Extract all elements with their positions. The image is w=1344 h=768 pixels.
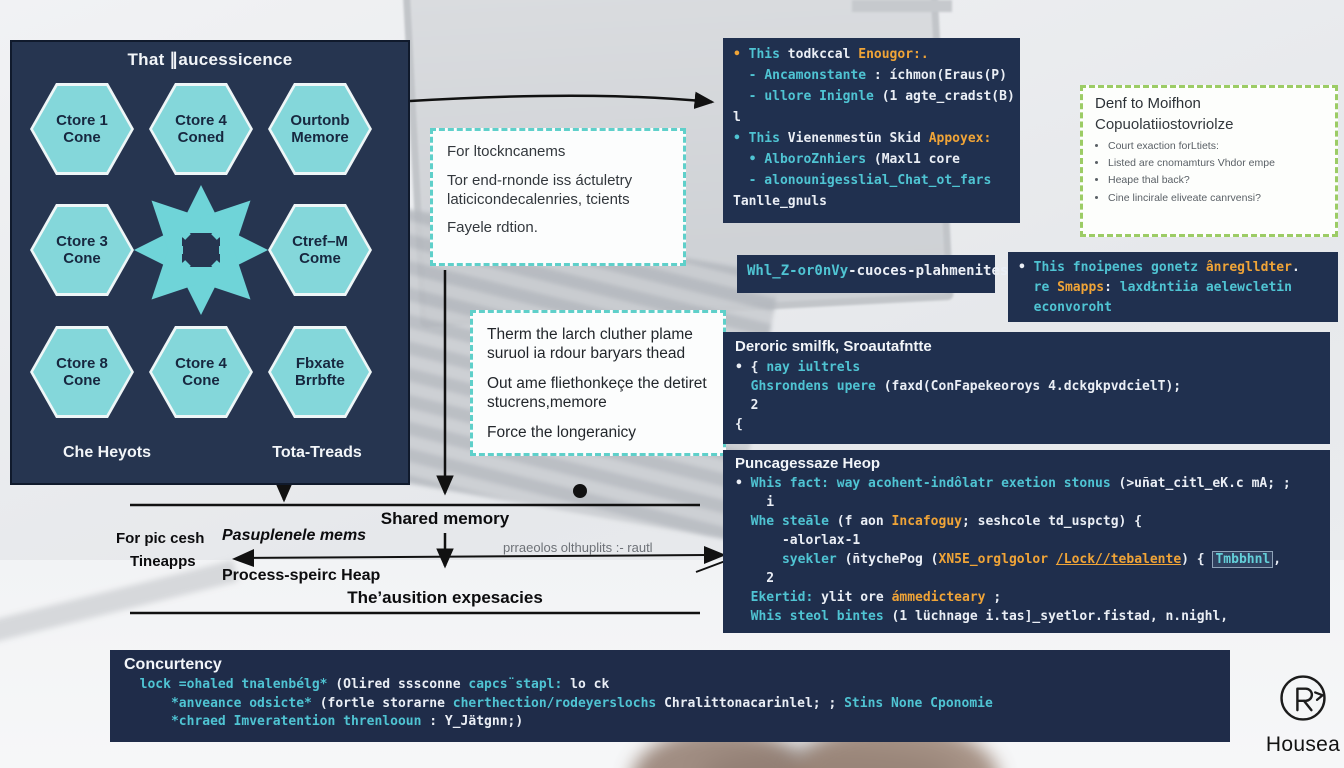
for-pic-label-line1: For pic cesh	[116, 530, 205, 547]
photo-top-bar	[852, 0, 952, 12]
footer-label-left: Che Heyots	[62, 444, 152, 461]
code-line: lock =ohaled tnalenbélg* (Olired sssconn…	[139, 677, 610, 692]
note-line: Tor end-rnonde iss áctuletry laticiconde…	[447, 171, 633, 208]
note-line: Fayele rdtion.	[447, 219, 538, 237]
green-box-title: Denf to Moifhon	[1095, 95, 1201, 112]
band-arrowhead-left	[232, 549, 254, 567]
code-block-concurrency: Concurtency lock =ohaled tnalenbélg* (Ol…	[110, 650, 1230, 742]
arrow-panel-to-code	[409, 91, 715, 110]
code-line: - Ancamonstante : íchmon(Eraus(P)	[733, 68, 1007, 83]
code-line: - alonounigesslial_Chat_ot_fars	[733, 173, 992, 188]
panel-title: That ∥aucessicence	[127, 50, 293, 69]
code-line: {	[735, 417, 743, 432]
logo-text: Housea	[1265, 733, 1341, 756]
connector-dot	[573, 484, 587, 498]
code-line: • This todkccal Enougor:.	[733, 47, 929, 62]
code-line: re Smapps: laxdŁntiia aelewcletin	[1018, 280, 1292, 295]
code-line: Whe steāle (f aon Incafoguy; seshcole td…	[750, 514, 1143, 529]
band-horizontal-arrow	[239, 554, 707, 559]
code-line: Ghsrondens upere (faxd(ConFapekeoroys 4.…	[750, 379, 1182, 394]
shared-memory-label: Shared memory	[380, 509, 510, 528]
deroric-title: Deroric smilfk, Sroautafntte	[735, 338, 932, 355]
note-box-2: Therm the larch cluther plame suruol ia …	[470, 310, 726, 456]
hands-shadow-photo	[700, 745, 960, 768]
code-line: i	[735, 495, 775, 510]
code-line: • Whis fact: way acohent-indôlatr exetio…	[735, 476, 1291, 491]
code-strip: Whl_Z-or0nVy-cuoces-plahmenites	[737, 255, 1009, 293]
process-heap-label: Process-speirc Heap	[222, 567, 381, 584]
code-line: • { nay iultrels	[735, 360, 861, 375]
code-line: *chraed Imveratention threnlooun : Y_Jät…	[170, 714, 524, 729]
code-line: econvoroht	[1018, 300, 1112, 315]
code-line: - ullore Inignle (1 agte_cradst(B)	[733, 89, 1015, 104]
code-line: 2	[735, 398, 759, 413]
code-line: l	[733, 110, 741, 125]
code-note-right: • This fnoipenes gonetz ânreglldter. re …	[1008, 252, 1338, 322]
heap-title: Puncagessaze Heop	[735, 455, 881, 472]
for-pic-label-line2: Tineapps	[130, 553, 196, 570]
note-line: Force the longeranicy	[487, 423, 637, 441]
code-block-deroric: Deroric smilfk, Sroautafntte • { nay iul…	[723, 332, 1330, 444]
logo-circle-r-icon	[1280, 675, 1326, 721]
radiating-arrows-icon	[134, 185, 268, 315]
note-line: For ltockncanems	[447, 143, 566, 160]
code-line: *anveance odsicte* (fortle storarne cher…	[170, 695, 993, 711]
green-box-subtitle: Copuolatiiostovriolze	[1095, 116, 1234, 133]
code-block-top-right: • This todkccal Enougor:. - Ancamonstant…	[723, 38, 1020, 223]
code-line: Ekertid: ylit ore ámmedicteary ;	[750, 590, 1002, 605]
code-block-heap: Puncagessaze Heop • Whis fact: way acohe…	[723, 450, 1330, 633]
method-note-box: Denf to Moifhon Copuolatiiostovriolze Co…	[1080, 85, 1338, 237]
green-box-bullet: Court exaction forLtiets:	[1108, 139, 1323, 154]
note-line: Therm the larch cluther plame suruol ia …	[487, 326, 693, 363]
note-line: Out ame fliethonkeçe the detiret stucren…	[487, 374, 707, 412]
code-line: • AlboroZnhiers (Maxl1 core	[733, 152, 960, 167]
code-line: 2	[735, 571, 775, 586]
green-box-bullet: Listed are cnomamturs Vhdor empe	[1108, 156, 1323, 171]
code-line: Tanlle_gnuls	[733, 194, 827, 209]
paraeolos-label: prraeolos olthuplits :- rautl	[503, 540, 653, 555]
brand-logo: Housea	[1262, 670, 1344, 757]
green-box-bullet: Heape thal back?	[1108, 173, 1323, 188]
note-box-1: For ltockncanems Tor end-rnonde iss áctu…	[430, 128, 686, 266]
green-box-bullets: Court exaction forLtiets: Listed are cno…	[1095, 139, 1323, 206]
code-line: Whl_Z-or0nVy-cuoces-plahmenites	[747, 263, 1009, 279]
code-line: Whis steol bintes (1 lüchnage i.tas]_sye…	[750, 609, 1229, 624]
code-line: • This fnoipenes gonetz ânreglldter.	[1018, 260, 1300, 275]
desk-edge-photo	[0, 560, 239, 654]
ausition-label: The’ausition expesacies	[347, 588, 543, 607]
green-box-bullet: Cine lincirale eliveate canrvensi?	[1108, 191, 1323, 206]
concurrency-title: Concurtency	[124, 656, 222, 673]
code-line: • This Vienenmestūn Skid Appoyex:	[733, 131, 992, 146]
code-line: syekler (ñtychePog (XN5E_orglgolor /Lock…	[781, 551, 1282, 568]
pasuplenele-label: Pasuplenele mems	[222, 527, 367, 544]
code-line: -alorlax-1	[735, 533, 861, 548]
footer-label-right: Tota-Treads	[272, 444, 362, 461]
